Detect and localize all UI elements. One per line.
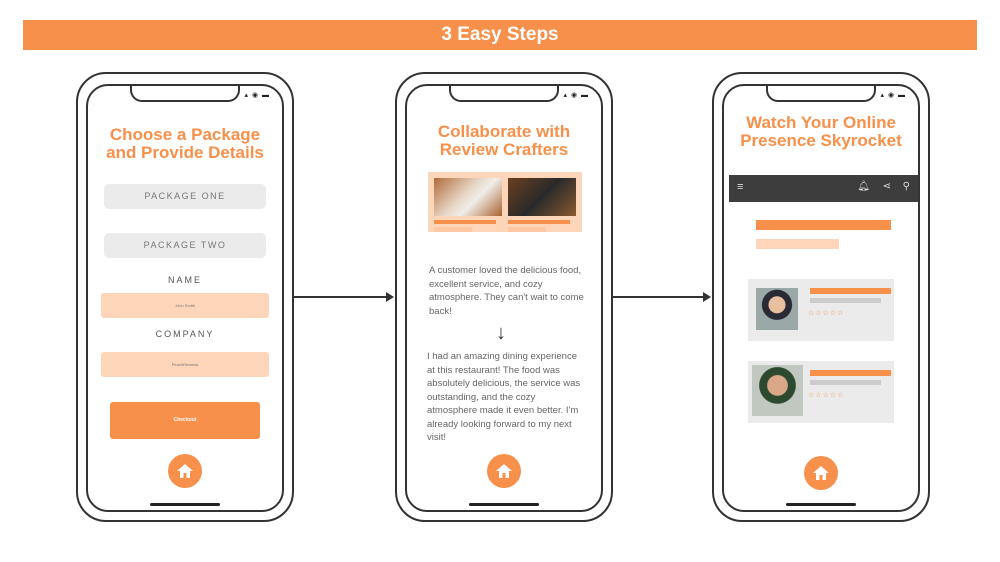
bar-placeholder bbox=[434, 227, 472, 232]
photo-tablet bbox=[508, 178, 576, 216]
down-arrow-icon: ↓ bbox=[496, 322, 506, 344]
review-card: ☆☆☆☆☆ bbox=[748, 279, 894, 341]
star-rating: ☆☆☆☆☆ bbox=[808, 310, 845, 317]
photo-writing bbox=[434, 178, 502, 216]
bar-placeholder bbox=[810, 370, 891, 376]
home-button[interactable] bbox=[168, 454, 202, 488]
package-one-button[interactable]: PACKAGE ONE bbox=[104, 184, 266, 209]
bar-placeholder bbox=[508, 227, 546, 232]
bar-placeholder bbox=[434, 220, 496, 224]
status-icons: ▴ ◉ ▬ bbox=[880, 92, 906, 99]
phone-notch bbox=[766, 86, 876, 102]
bar-placeholder bbox=[508, 220, 570, 224]
menu-icon[interactable]: ≡ bbox=[737, 181, 744, 193]
original-review: A customer loved the delicious food, exc… bbox=[429, 265, 584, 317]
arrow-right bbox=[294, 292, 394, 302]
bar-placeholder bbox=[810, 288, 891, 294]
phone-notch bbox=[130, 86, 240, 102]
bar-placeholder bbox=[810, 298, 881, 303]
checkout-button[interactable]: Checkout bbox=[110, 402, 260, 439]
company-field[interactable]: PeachReviews bbox=[101, 352, 269, 377]
phone-notch bbox=[449, 86, 559, 102]
name-label: NAME bbox=[167, 275, 202, 285]
home-indicator bbox=[786, 503, 856, 506]
bar-placeholder bbox=[810, 380, 881, 385]
package-two-button[interactable]: PACKAGE TWO bbox=[104, 233, 266, 258]
home-indicator bbox=[150, 503, 220, 506]
reviewer-photo bbox=[752, 365, 803, 416]
home-button[interactable] bbox=[487, 454, 521, 488]
arrow-right bbox=[612, 292, 711, 302]
home-icon bbox=[177, 464, 193, 478]
home-indicator bbox=[469, 503, 539, 506]
review-card: ☆☆☆☆☆ bbox=[748, 361, 894, 423]
image-panel bbox=[428, 172, 582, 232]
status-icons: ▴ ◉ ▬ bbox=[244, 92, 270, 99]
search-icon[interactable]: ⚲ bbox=[902, 181, 910, 192]
reviewer-photo bbox=[756, 288, 798, 330]
status-icons: ▴ ◉ ▬ bbox=[563, 92, 589, 99]
home-icon bbox=[496, 464, 512, 478]
banner-title: 3 Easy Steps bbox=[23, 20, 977, 50]
share-icon[interactable]: ⋖ bbox=[882, 181, 891, 192]
home-button[interactable] bbox=[804, 456, 838, 490]
name-field[interactable]: John Smith bbox=[101, 293, 269, 318]
company-label: COMPANY bbox=[155, 329, 215, 339]
bar-placeholder bbox=[756, 220, 891, 230]
bell-icon[interactable]: 🔔︎ bbox=[857, 181, 870, 192]
crafted-review: I had an amazing dining experience at th… bbox=[427, 351, 581, 443]
bar-placeholder bbox=[756, 239, 839, 249]
home-icon bbox=[813, 466, 829, 480]
star-rating: ☆☆☆☆☆ bbox=[808, 392, 845, 399]
app-toolbar: ≡ 🔔︎ ⋖ ⚲ bbox=[729, 175, 918, 202]
